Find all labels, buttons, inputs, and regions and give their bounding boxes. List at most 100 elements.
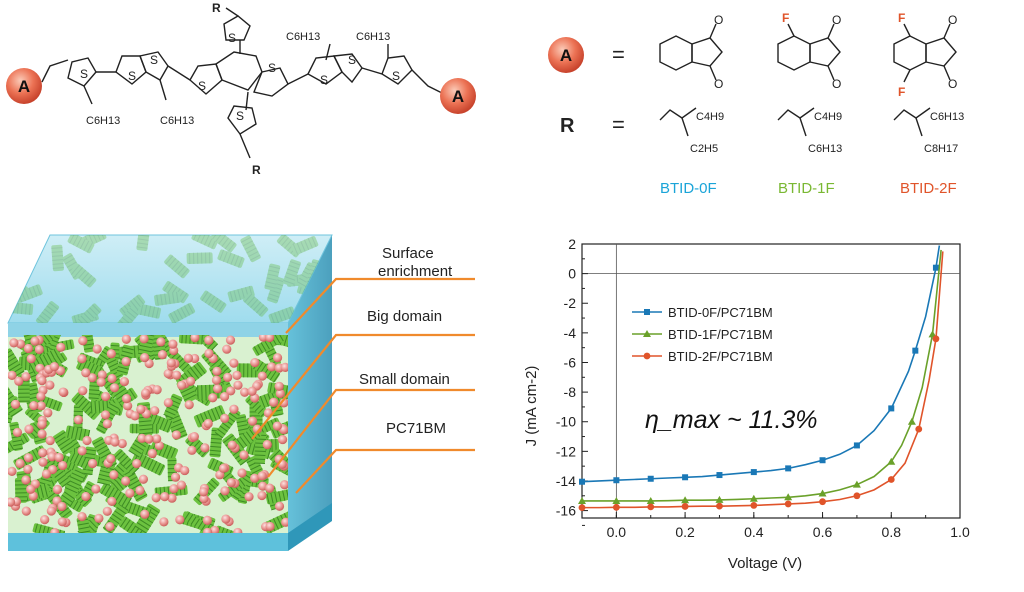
oxygen-atom: O	[832, 77, 841, 91]
equals-sign: =	[612, 42, 625, 67]
data-point	[646, 496, 655, 504]
y-tick-label: -12	[556, 443, 576, 459]
fullerene-ball	[125, 488, 135, 498]
fullerene-ball	[110, 437, 120, 447]
fullerene-ball	[202, 515, 213, 525]
fullerene-ball	[56, 342, 66, 352]
fullerene-ball	[21, 475, 31, 485]
fullerene-ball	[167, 493, 177, 503]
fullerene-ball	[119, 376, 129, 387]
fullerene-ball	[97, 370, 107, 380]
fullerene-ball	[257, 490, 267, 501]
fullerene-ball	[187, 445, 197, 455]
data-point	[647, 475, 654, 482]
fullerene-ball	[171, 430, 182, 440]
fullerene-ball	[121, 393, 132, 404]
fullerene-ball	[82, 435, 92, 446]
fullerene-ball	[38, 448, 48, 458]
y-tick-label: -8	[564, 384, 577, 400]
r-group-0f	[659, 107, 697, 121]
film-side-face	[288, 235, 332, 537]
sulfur-atom: S	[348, 53, 356, 67]
fullerene-ball	[163, 398, 173, 408]
polymer-grain	[62, 253, 84, 280]
fullerene-ball	[40, 515, 50, 525]
label-surface-enrichment: Surface	[382, 245, 434, 262]
leader-line-surface	[285, 277, 475, 334]
sulfur-atom: S	[150, 53, 158, 67]
data-point	[932, 264, 939, 271]
data-point	[749, 494, 758, 502]
svg-text:A: A	[18, 77, 30, 96]
data-point	[784, 493, 793, 501]
fullerene-ball	[279, 398, 288, 408]
fullerene-ball	[160, 492, 170, 502]
fullerene-ball	[186, 376, 196, 386]
fullerene-ball	[144, 434, 154, 444]
polymer-grain	[282, 259, 301, 287]
fullerene-ball	[43, 408, 53, 418]
fullerene-ball	[23, 453, 34, 463]
fullerene-ball	[240, 387, 250, 397]
fullerene-ball	[265, 483, 275, 493]
fullerene-ball	[77, 354, 87, 364]
surface-layer	[8, 323, 288, 337]
data-point	[887, 476, 895, 483]
data-point	[819, 498, 826, 506]
polymer-grain	[52, 430, 76, 455]
fullerene-ball	[136, 404, 146, 414]
fullerene-ball	[73, 415, 84, 425]
fullerene-ball	[77, 446, 87, 456]
fullerene-ball	[92, 344, 102, 354]
fullerene-ball	[121, 335, 131, 344]
fullerene-ball	[233, 380, 243, 390]
fullerene-ball	[170, 472, 181, 482]
indanedione-2f	[893, 23, 957, 83]
fullerene-ball	[121, 356, 131, 367]
fullerene-ball	[222, 344, 232, 354]
fullerene-ball	[109, 470, 119, 480]
fullerene-ball	[210, 525, 220, 535]
sulfur-atom: S	[320, 73, 328, 87]
polymer-grain	[186, 252, 213, 264]
fullerene-ball	[175, 515, 185, 525]
r-group-top-label: C4H9	[696, 111, 724, 123]
fullerene-ball	[277, 434, 288, 445]
r-group-top-label: C4H9	[814, 111, 842, 123]
fullerene-ball	[272, 353, 283, 363]
fullerene-ball	[274, 501, 285, 511]
fullerene-ball	[190, 335, 200, 343]
fullerene-ball	[45, 380, 55, 390]
fullerene-ball	[77, 512, 87, 522]
x-tick-label: 0.6	[813, 524, 833, 540]
fullerene-ball	[229, 358, 239, 368]
legend-label: BTID-1F/PC71BM	[668, 327, 773, 342]
data-point	[932, 335, 940, 343]
oxygen-atom: O	[832, 13, 841, 27]
fullerene-ball	[269, 397, 279, 407]
alkyl-label: C6H13	[286, 31, 320, 43]
fullerene-ball	[226, 478, 236, 488]
fullerene-ball	[12, 427, 23, 438]
y-axis-label: J (mA cm-2)	[523, 366, 540, 447]
fullerene-ball	[78, 386, 88, 396]
legend-label: BTID-0F/PC71BM	[668, 305, 773, 320]
fullerene-ball	[140, 509, 150, 519]
substrate-side	[288, 503, 332, 551]
fullerene-ball	[21, 372, 31, 382]
fullerene-ball	[135, 485, 145, 496]
data-point	[784, 500, 792, 508]
data-point	[716, 472, 723, 479]
leader-line-small	[267, 388, 475, 478]
fullerene-ball	[212, 384, 223, 394]
r-group-top-label: C6H13	[930, 111, 964, 123]
legend-marker	[643, 352, 651, 360]
sulfur-atom: S	[228, 31, 236, 45]
label-big-domain: Big domain	[367, 308, 442, 325]
alkyl-label: C6H13	[356, 31, 390, 43]
fullerene-ball	[57, 517, 67, 527]
fullerene-ball	[37, 376, 47, 386]
plot-frame	[581, 243, 961, 519]
polymer-grain	[8, 266, 25, 294]
polymer-grain	[68, 452, 92, 470]
